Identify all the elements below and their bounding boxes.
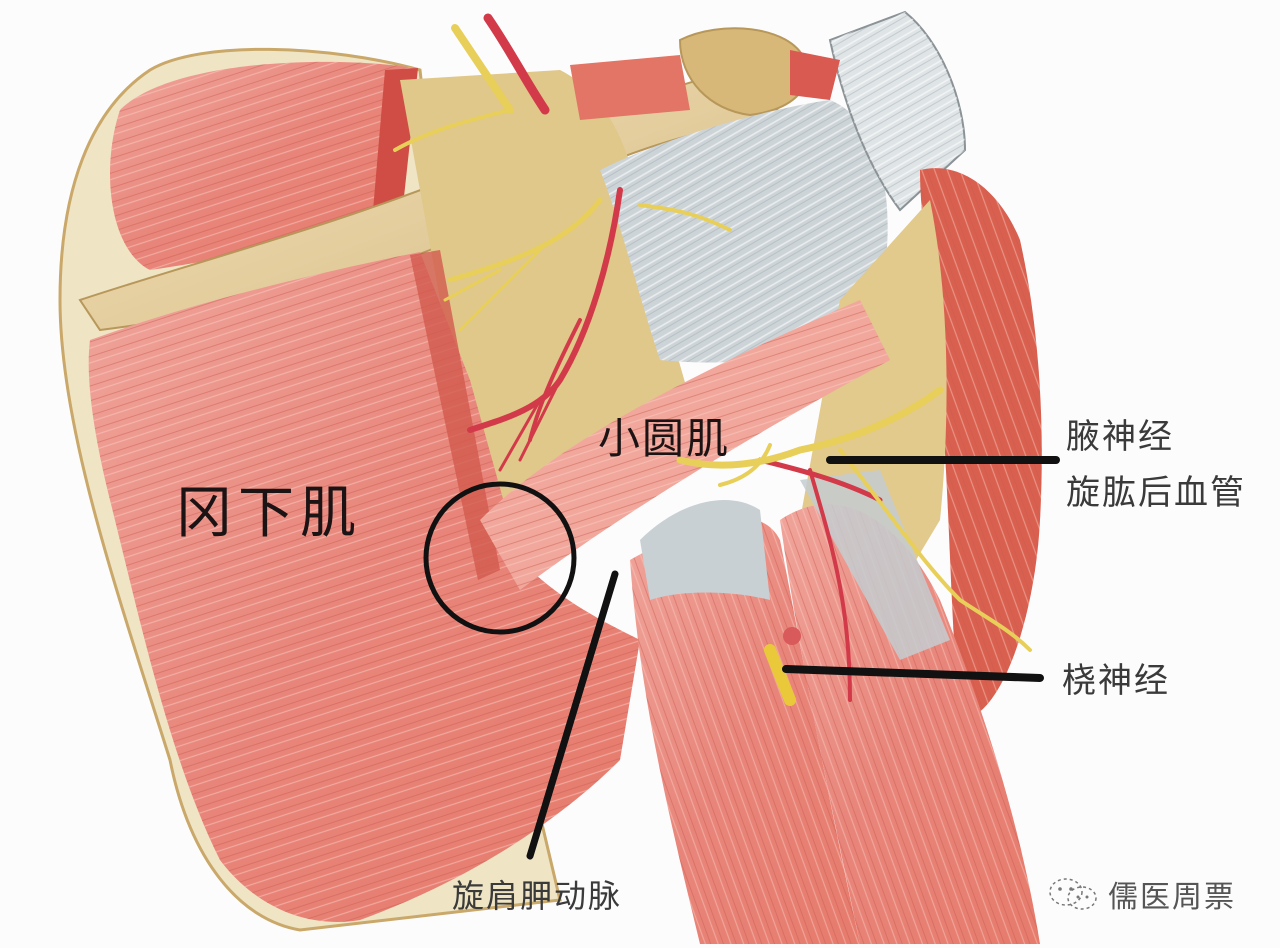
watermark-text: 儒医周票: [1108, 880, 1236, 915]
leader-line-radial: [782, 665, 1044, 682]
label-teres-minor: 小圆肌: [598, 414, 731, 463]
label-posterior-circumflex-humeral-vessels: 旋肱后血管: [1066, 473, 1246, 513]
label-radial-nerve: 桡神经: [1062, 661, 1170, 701]
nerves: [393, 24, 1032, 706]
arteries: [467, 13, 883, 702]
label-infraspinatus: 冈下肌: [176, 481, 362, 546]
label-axillary-nerve: 腋神经: [1066, 417, 1174, 457]
highlight-circle: [423, 481, 577, 635]
leader-line-scapular-artery: [526, 570, 619, 860]
wechat-icon: [1049, 878, 1097, 910]
watermark: 儒医周票: [1046, 872, 1236, 916]
label-circumflex-scapular-artery: 旋肩胛动脉: [452, 877, 623, 915]
annotation-layer: [423, 456, 1060, 860]
